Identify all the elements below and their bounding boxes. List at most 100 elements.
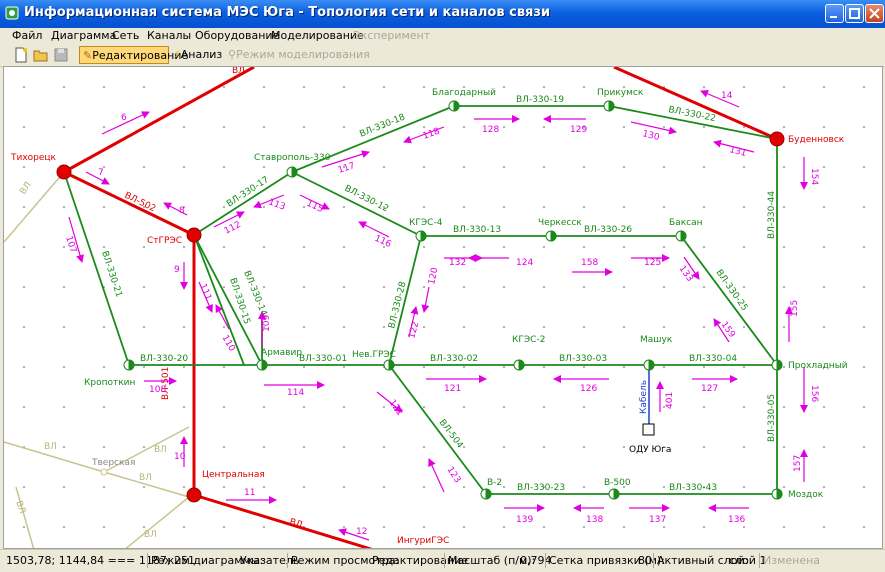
node-kges4[interactable] <box>415 230 427 242</box>
channel-label: 126 <box>580 384 597 394</box>
line-label: ВЛ-330-23 <box>517 483 565 493</box>
node-label-tikhoretsk: Тихорецк <box>10 153 57 163</box>
channel-label: 128 <box>482 125 499 135</box>
channel-label: 121 <box>444 384 461 394</box>
node-label-odu: ОДУ Юга <box>629 445 671 455</box>
status-changed: Изменена <box>763 554 821 567</box>
node-label-blagodarny: Благодарный <box>432 88 496 98</box>
network-diagram: ВЛ ВЛ ВЛ ВЛ ВЛ ВЛ Тверская <box>4 67 882 548</box>
node-blagodarny[interactable] <box>448 100 460 112</box>
maximize-button[interactable] <box>845 4 864 23</box>
line-label: ВЛ <box>144 530 157 540</box>
node-label-nevgres: Нев.ГРЭС <box>352 350 396 360</box>
status-layer-value: слой 1 <box>729 554 767 567</box>
line-label: ВЛ-330-20 <box>140 354 188 364</box>
line-label: ВЛ-330-44 <box>767 191 777 239</box>
channel-label: 131 <box>728 145 747 159</box>
channel-label: 124 <box>516 258 533 268</box>
line-label: ВЛ <box>44 442 57 452</box>
channel-label: 122 <box>407 321 421 340</box>
node-kropotkin[interactable] <box>123 359 135 371</box>
analysis-button[interactable]: ⚡Анализ <box>173 48 223 61</box>
edit-icon: ✎ <box>83 49 93 62</box>
channel-label: 12 <box>356 527 367 537</box>
minimize-button[interactable] <box>825 4 844 23</box>
save-icon <box>54 48 68 62</box>
filter-icon: ⚲ <box>228 48 237 61</box>
maximize-icon <box>849 8 860 19</box>
node-label-cherkessk: Черкесск <box>538 218 582 228</box>
menu-modeling[interactable]: Моделирование <box>271 29 364 42</box>
menu-diagram[interactable]: Диаграмма <box>51 29 117 42</box>
node-label-stavropol: Ставрополь-330 <box>254 153 331 163</box>
node-label-prokhladny: Прохладный <box>788 361 848 371</box>
node-tikhoretsk[interactable] <box>56 164 72 180</box>
line-label: ВЛ <box>232 67 245 76</box>
node-label-armavir: Армавир <box>261 348 302 358</box>
node-stavropol[interactable] <box>286 166 298 178</box>
node-mashuk[interactable] <box>643 359 655 371</box>
channel-label: 108 <box>149 385 166 395</box>
open-folder-icon[interactable] <box>33 46 49 64</box>
node-cherkessk[interactable] <box>545 230 557 242</box>
node-mozdok[interactable] <box>771 488 783 500</box>
diagram-canvas[interactable]: ВЛ ВЛ ВЛ ВЛ ВЛ ВЛ Тверская <box>3 66 883 549</box>
close-button[interactable] <box>865 4 884 23</box>
node-v2[interactable] <box>480 488 492 500</box>
channel-label: 138 <box>586 515 603 525</box>
node-label-prikumsk: Прикумск <box>597 88 644 98</box>
edit-mode-button[interactable]: ✎Редактирование <box>79 46 188 64</box>
odu-node[interactable] <box>642 423 655 436</box>
menu-channels[interactable]: Каналы <box>147 29 192 42</box>
node-prokhladny[interactable] <box>771 359 783 371</box>
node-label-centralnaya: Центральная <box>202 470 265 480</box>
line-label: ВЛ-330-43 <box>669 483 717 493</box>
node-label-kropotkin: Кропоткин <box>84 378 136 388</box>
channel-label: 120 <box>427 266 440 285</box>
node-label-kges4: КГЭС-4 <box>409 218 443 228</box>
channel-label: 401 <box>665 392 675 409</box>
node-budennovsk[interactable] <box>769 131 785 147</box>
node-v500[interactable] <box>608 488 620 500</box>
line-label: ВЛ-330-02 <box>430 354 478 364</box>
menu-equipment[interactable]: Оборудование <box>195 29 280 42</box>
node-centralnaya[interactable] <box>186 487 202 503</box>
node-prikumsk[interactable] <box>603 100 615 112</box>
substations-330kv <box>123 100 783 500</box>
menu-network[interactable]: Сеть <box>112 29 140 42</box>
modeling-mode-button: ⚲Режим моделирования <box>228 48 370 61</box>
node-stgres[interactable] <box>186 227 202 243</box>
line-label: ВЛ-330-19 <box>516 95 564 105</box>
lightning-icon: ⚡ <box>173 48 181 61</box>
status-diagram-mode-label: Режим диаграммы: <box>151 554 264 567</box>
node-kges2[interactable] <box>513 359 525 371</box>
channel-label: 137 <box>649 515 666 525</box>
node-baksan[interactable] <box>675 230 687 242</box>
channel-label: 155 <box>790 300 800 317</box>
menu-bar: Файл Диаграмма Сеть Каналы Оборудование … <box>0 28 885 44</box>
node-armavir[interactable] <box>256 359 268 371</box>
channel-label: 114 <box>287 388 304 398</box>
channel-label: 154 <box>809 168 819 185</box>
substations-500kv <box>56 131 785 503</box>
tverskaya-node[interactable] <box>100 468 108 476</box>
channel-label: 10 <box>174 452 186 462</box>
node-label-ingurges: ИнгуриГЭС <box>397 536 449 546</box>
new-file-icon[interactable] <box>13 46 29 64</box>
menu-file[interactable]: Файл <box>12 29 43 42</box>
line-label: ВЛ-330-13 <box>453 225 501 235</box>
channel-label: 156 <box>809 385 819 402</box>
node-nevgres[interactable] <box>383 359 395 371</box>
node-label-stgres: СтГРЭС <box>147 236 182 246</box>
channel-label: 158 <box>581 258 598 268</box>
window-title: Информационная система МЭС Юга - Тополог… <box>24 5 551 20</box>
channel-label: 139 <box>516 515 533 525</box>
line-label: ВЛ-330-26 <box>584 225 632 235</box>
status-bar: 1503,78; 1144,84 === 1187; 251 Режим диа… <box>0 549 885 572</box>
channel-label: 11 <box>244 488 255 498</box>
minimize-icon <box>830 16 837 18</box>
status-view-mode-label: Режим просмотра: <box>291 554 400 567</box>
line-label: ВЛ <box>139 473 152 483</box>
other-lines <box>4 171 190 548</box>
node-label-v500: В-500 <box>604 478 631 488</box>
